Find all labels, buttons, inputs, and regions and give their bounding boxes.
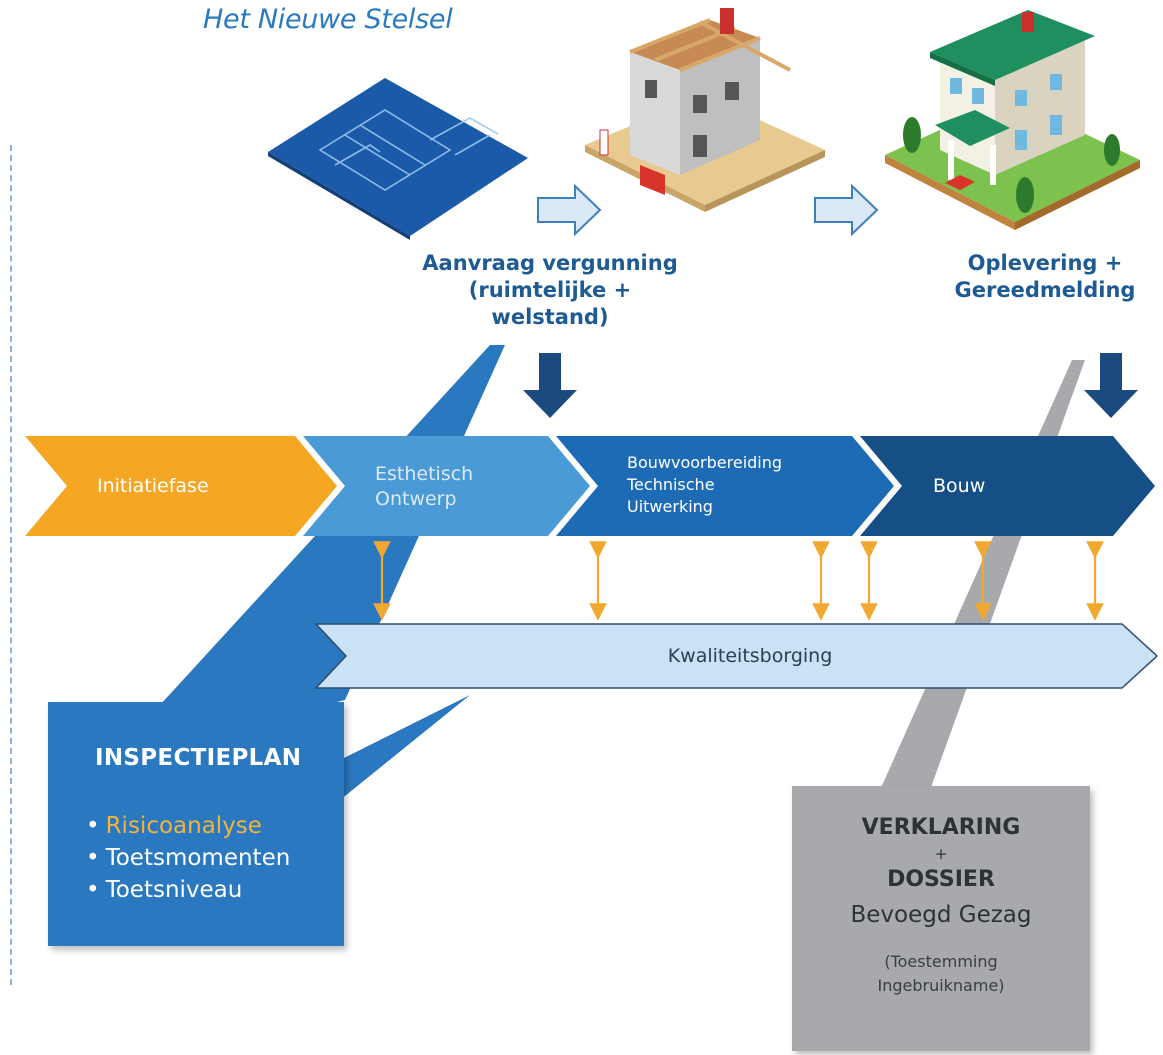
phase-label-line: Ontwerp xyxy=(375,488,457,510)
verklaring-title: VERKLARING xyxy=(861,815,1021,840)
phase-label-line: Bouw xyxy=(933,475,986,497)
stage-label-line: welstand) xyxy=(491,305,609,329)
stage-label-line: Aanvraag vergunning xyxy=(422,251,678,275)
list-item-text: Toetsniveau xyxy=(105,877,243,903)
arrow-down-icon xyxy=(523,353,1138,418)
finished-house-icon xyxy=(885,10,1140,230)
verklaring-note-line: (Toestemming xyxy=(884,952,998,971)
stage-label-line: (ruimtelijke + xyxy=(468,278,632,302)
phase-label-initiatiefase: Initiatiefase xyxy=(97,474,209,499)
list-item: •Toetsmomenten xyxy=(86,845,291,871)
kwaliteitsborging-label: Kwaliteitsborging xyxy=(667,645,833,667)
phase-label-bouw: Bouw xyxy=(933,474,985,499)
phase-label-line: Initiatiefase xyxy=(97,475,209,497)
phase-label-bouwvoorbereiding: Bouwvoorbereiding Technische Uitwerking xyxy=(627,452,782,518)
list-item: •Toetsniveau xyxy=(86,877,243,903)
phase-label-line: Esthetisch xyxy=(375,463,474,485)
stage-label-oplevering: Oplevering + Gereedmelding xyxy=(935,250,1155,304)
stage-label-aanvraag: Aanvraag vergunning (ruimtelijke + welst… xyxy=(405,250,695,331)
verklaring-plus: + xyxy=(934,845,948,863)
inspectieplan-box xyxy=(48,702,344,946)
arrow-right-icon xyxy=(537,183,879,237)
phase-label-line: Uitwerking xyxy=(627,497,713,516)
phase-chevron-esthetisch xyxy=(303,436,590,536)
list-item-text: Toetsmomenten xyxy=(105,845,291,871)
inspectieplan-callout-lower xyxy=(340,695,470,800)
phase-label-line: Bouwvoorbereiding xyxy=(627,453,783,472)
verklaring-note: (Toestemming Ingebruikname) xyxy=(792,950,1090,998)
house-under-construction-icon xyxy=(585,8,825,212)
stage-label-line: Oplevering + xyxy=(967,251,1123,275)
dossier-title: DOSSIER xyxy=(887,867,995,892)
blueprint-icon xyxy=(268,78,528,240)
phase-label-line: Technische xyxy=(627,475,715,494)
phase-chevron-bouwvoorbereiding xyxy=(556,436,894,536)
list-item: •Risicoanalyse xyxy=(86,813,262,839)
double-arrow-icon xyxy=(373,541,1104,621)
subtitle: Het Nieuwe Stelsel xyxy=(203,4,453,35)
phase-chevron-bouw xyxy=(860,436,1155,536)
verklaring-text: VERKLARING + DOSSIER Bevoegd Gezag (Toes… xyxy=(792,812,1090,998)
kwaliteitsborging-bar xyxy=(314,623,1159,689)
phase-chevron-initiatiefase xyxy=(25,436,337,536)
inspectieplan-list: •Risicoanalyse •Toetsmomenten •Toetsnive… xyxy=(86,810,290,906)
verklaring-box xyxy=(792,786,1090,1051)
left-dashed-border xyxy=(10,145,12,985)
bevoegd-gezag-label: Bevoegd Gezag xyxy=(850,902,1032,928)
phase-label-esthetisch: Esthetisch Ontwerp xyxy=(375,462,473,512)
list-item-text: Risicoanalyse xyxy=(105,813,262,839)
verklaring-note-line: Ingebruikname) xyxy=(877,976,1005,995)
inspectieplan-title: INSPECTIEPLAN xyxy=(95,745,302,771)
stage-label-line: Gereedmelding xyxy=(954,278,1136,302)
